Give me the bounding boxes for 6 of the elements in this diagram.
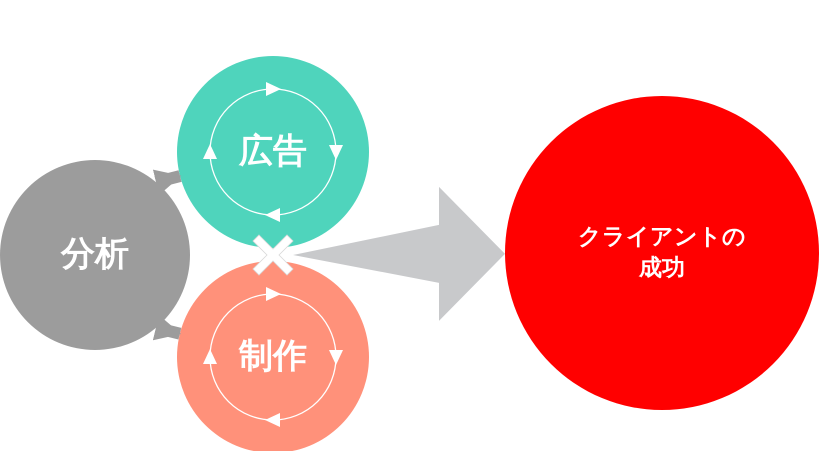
node-label: 制作 xyxy=(238,335,308,378)
node-label: クライアントの成功 xyxy=(577,222,747,283)
node-label: 広告 xyxy=(238,130,308,174)
node-label: 分析 xyxy=(60,233,130,276)
arrow xyxy=(293,186,505,321)
cross-mark xyxy=(253,235,293,275)
